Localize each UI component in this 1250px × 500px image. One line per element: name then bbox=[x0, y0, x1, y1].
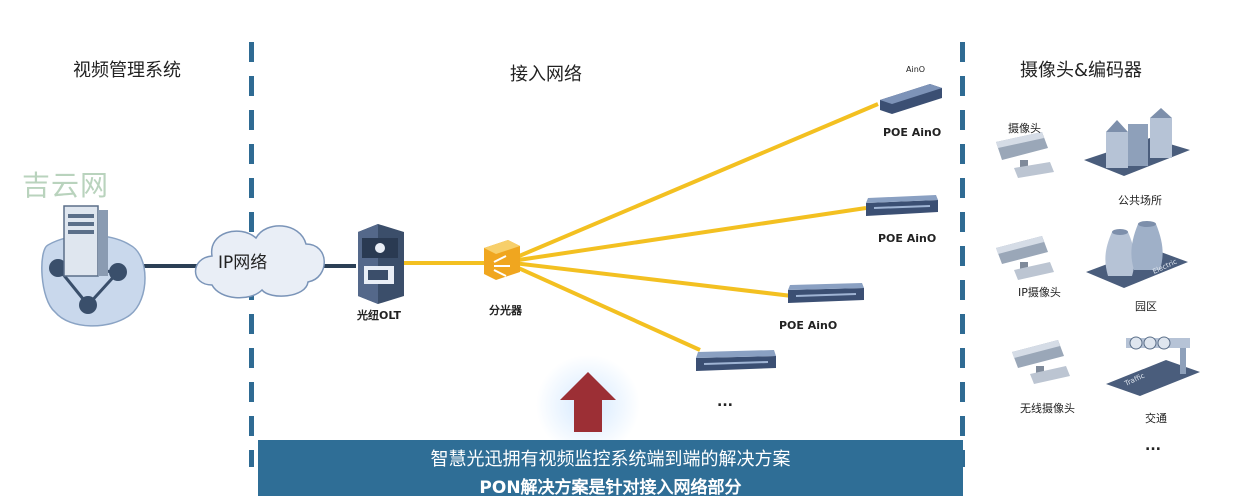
poe-device-1 bbox=[880, 84, 942, 114]
divider-right bbox=[960, 42, 965, 467]
poe-label-1: POE AinO bbox=[883, 126, 942, 139]
camera-label-3: 无线摄像头 bbox=[1020, 402, 1075, 415]
poe-ellipsis: ... bbox=[717, 394, 733, 410]
splitter-icon bbox=[484, 240, 520, 280]
poe-label-2: POE AinO bbox=[878, 232, 937, 245]
place-label-traffic: 交通 bbox=[1145, 412, 1167, 425]
server-icon bbox=[41, 205, 146, 327]
poe-device-3 bbox=[788, 283, 864, 303]
banner-line-1: 智慧光迅拥有视频监控系统端到端的解决方案 bbox=[430, 449, 791, 470]
fiber-lines bbox=[402, 102, 879, 352]
camera-icon-2 bbox=[996, 236, 1054, 280]
fiber-line-4 bbox=[504, 260, 701, 352]
fiber-line-1 bbox=[504, 102, 879, 264]
watermark: 吉云网 bbox=[22, 169, 110, 202]
video-management-title: 视频管理系统 bbox=[73, 60, 181, 81]
poe-top-tag: AinO bbox=[906, 65, 926, 74]
olt-icon bbox=[358, 224, 404, 304]
buildings-icon bbox=[1084, 108, 1190, 176]
fiber-line-2 bbox=[504, 206, 867, 264]
olt-label: 光纽OLT bbox=[357, 309, 402, 322]
camera-label-1: 摄像头 bbox=[1008, 122, 1041, 135]
traffic-light-icon: Traffic bbox=[1106, 336, 1200, 396]
splitter-label: 分光器 bbox=[489, 304, 522, 317]
camera-icon-3 bbox=[1012, 340, 1070, 384]
cloud-label: IP网络 bbox=[218, 253, 268, 273]
summary-banner: 智慧光迅拥有视频监控系统端到端的解决方案 PON解决方案是针对接入网络部分 bbox=[258, 440, 963, 498]
access-network-title: 接入网络 bbox=[510, 64, 582, 85]
poe-label-3: POE AinO bbox=[779, 319, 838, 332]
place-label-park: 园区 bbox=[1135, 300, 1157, 313]
camera-icon-1 bbox=[996, 132, 1054, 178]
camera-label-2: IP摄像头 bbox=[1018, 286, 1061, 299]
place-label-public: 公共场所 bbox=[1118, 194, 1162, 207]
poe-device-4 bbox=[696, 350, 776, 371]
poe-device-2 bbox=[866, 195, 938, 216]
up-arrow-icon bbox=[560, 372, 616, 432]
cameras-encoders-title: 摄像头&编码器 bbox=[1020, 60, 1143, 81]
right-ellipsis: ... bbox=[1145, 438, 1161, 454]
banner-line-2: PON解决方案是针对接入网络部分 bbox=[479, 478, 742, 498]
cooling-tower-icon: Electric bbox=[1086, 221, 1188, 288]
fiber-line-3 bbox=[504, 260, 793, 298]
cloud-icon bbox=[194, 225, 325, 299]
